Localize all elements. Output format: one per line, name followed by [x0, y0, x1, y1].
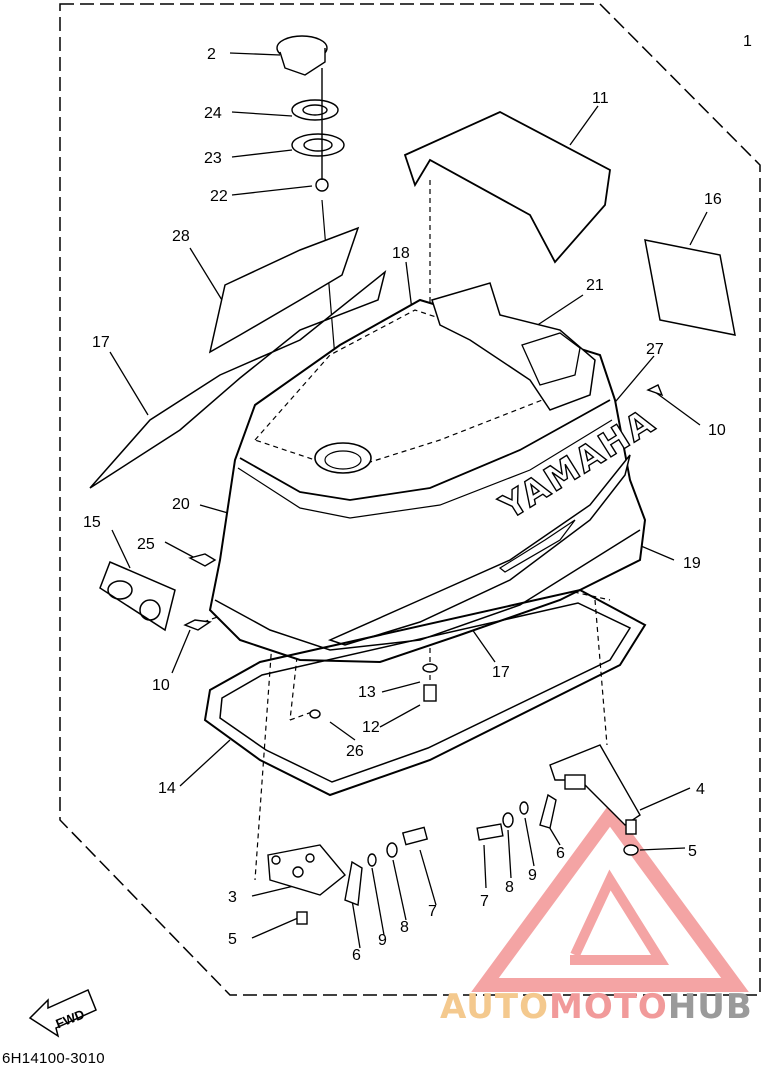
air-intake-cover — [403, 110, 611, 264]
callout-5-right: 5 — [688, 843, 697, 860]
callout-9-right: 9 — [528, 867, 537, 884]
rear-pad — [644, 239, 736, 336]
callout-10-left: 10 — [152, 677, 170, 694]
callout-22: 22 — [210, 188, 228, 205]
callout-11: 11 — [592, 90, 609, 107]
callout-4: 4 — [696, 781, 705, 798]
callout-28: 28 — [172, 228, 190, 245]
watermark-part-1: AUTO — [440, 987, 549, 1027]
stripe-graphic-right — [327, 454, 631, 646]
callout-5-left: 5 — [228, 931, 237, 948]
callout-8-left: 8 — [400, 919, 409, 936]
callout-17-bottom: 17 — [492, 664, 510, 681]
callout-16: 16 — [704, 191, 722, 208]
callout-23: 23 — [204, 150, 222, 167]
callout-25: 25 — [137, 536, 155, 553]
callout-27: 27 — [646, 341, 664, 358]
callout-7-right: 7 — [480, 893, 489, 910]
callout-3: 3 — [228, 889, 237, 906]
callout-labels: 1 2 24 23 22 28 11 16 18 17 21 27 10 20 … — [83, 33, 752, 964]
stripe-graphic-left — [89, 270, 387, 489]
callout-10-right: 10 — [708, 422, 726, 439]
callout-6-right: 6 — [556, 845, 565, 862]
watermark-logo-icon — [471, 803, 749, 992]
assembly-frame — [59, 3, 761, 996]
cowling-band — [239, 399, 611, 501]
emblem-plate — [99, 561, 176, 632]
fwd-arrow-icon: FWD — [28, 988, 97, 1038]
callout-9-left: 9 — [378, 932, 387, 949]
callout-19: 19 — [683, 555, 701, 572]
callout-1: 1 — [743, 33, 752, 50]
callout-26: 26 — [346, 743, 364, 760]
fasteners — [183, 35, 664, 925]
rubber-seal — [203, 588, 647, 797]
callout-21: 21 — [586, 277, 604, 294]
callout-13: 13 — [358, 684, 376, 701]
callout-8-right: 8 — [505, 879, 514, 896]
callout-2: 2 — [207, 46, 216, 63]
watermark-part-3: HUB — [667, 987, 753, 1027]
callout-14: 14 — [158, 780, 176, 797]
callout-15: 15 — [83, 514, 101, 531]
callout-6-left: 6 — [352, 947, 361, 964]
figure-code: 6H14100-3010 — [2, 1050, 105, 1067]
side-graphic — [208, 226, 360, 354]
watermark-text: AUTOMOTOHUB — [440, 987, 753, 1027]
callout-12: 12 — [362, 719, 380, 736]
callout-20: 20 — [172, 496, 190, 513]
callout-17-top: 17 — [92, 334, 110, 351]
callout-24: 24 — [204, 105, 222, 122]
callout-18: 18 — [392, 245, 410, 262]
watermark-part-2: MOTO — [548, 987, 668, 1027]
callout-7-left: 7 — [428, 903, 437, 920]
